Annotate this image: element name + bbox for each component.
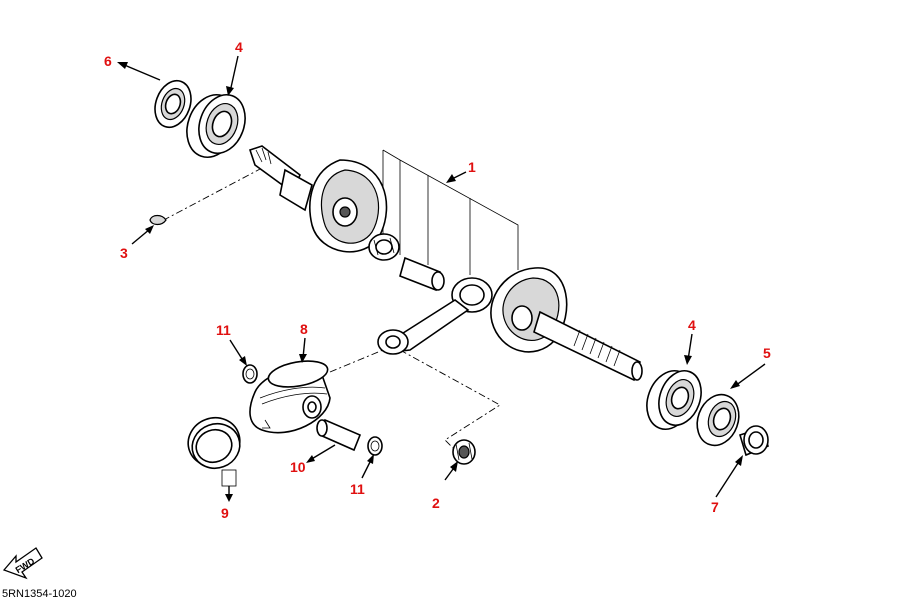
collar <box>739 425 769 457</box>
callout-9: 9 <box>221 505 229 521</box>
callout-7: 7 <box>711 499 719 515</box>
callout-3: 3 <box>120 245 128 261</box>
oil-seal-left <box>154 79 192 129</box>
circlip-lower <box>367 436 383 456</box>
callout-4-right: 4 <box>688 317 696 333</box>
callout-5: 5 <box>763 345 771 361</box>
bearing-right <box>646 370 702 430</box>
spline-shaft <box>573 329 621 367</box>
piston-pin <box>316 418 362 452</box>
callout-11-upper: 11 <box>216 322 231 338</box>
bearing-left <box>186 94 246 158</box>
oil-seal-right <box>696 393 740 447</box>
crank-pin <box>399 256 445 292</box>
callout-8: 8 <box>300 321 308 337</box>
callout-6: 6 <box>104 53 112 69</box>
center-lines <box>159 167 501 451</box>
callout-4-top: 4 <box>235 39 243 55</box>
circlip-upper <box>242 364 258 384</box>
drawing-code: 5RN1354-1020 <box>2 588 77 600</box>
woodruff-key <box>149 214 167 226</box>
crankshaft-bracket <box>382 149 519 275</box>
fwd-arrow-icon: FWD <box>2 547 43 580</box>
leader-arrows <box>117 55 766 502</box>
crankshaft-left-half <box>248 145 388 253</box>
crank-pin-bearing <box>368 233 400 261</box>
crankshaft-right-half <box>490 267 643 382</box>
piston-rings <box>187 416 241 487</box>
callout-labels: 1 2 3 4 4 5 6 7 8 9 10 11 11 <box>104 39 771 521</box>
callout-10: 10 <box>290 459 306 475</box>
small-end-bearing <box>452 439 476 465</box>
callout-1: 1 <box>468 159 476 175</box>
callout-2: 2 <box>432 495 440 511</box>
callout-11-lower: 11 <box>350 481 365 497</box>
piston <box>249 360 331 434</box>
connecting-rod <box>377 277 493 355</box>
